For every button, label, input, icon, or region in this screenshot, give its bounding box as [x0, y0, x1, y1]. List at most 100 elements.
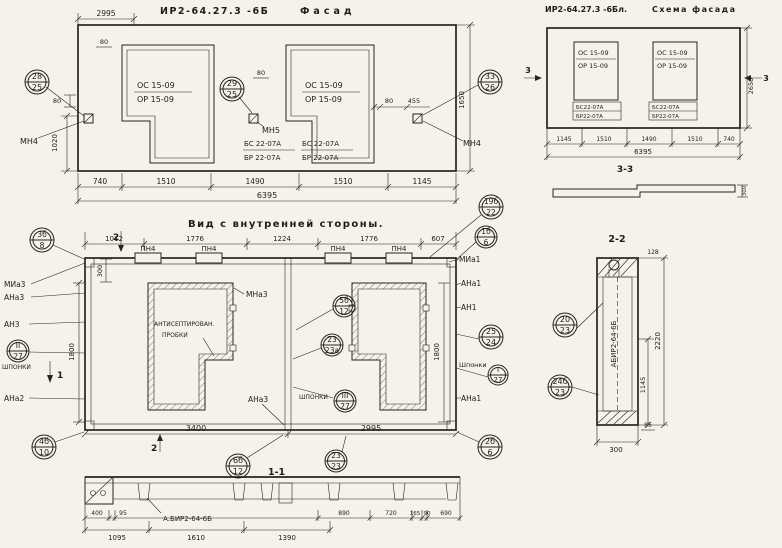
section1-dim-690: 690 [440, 510, 452, 517]
callout-2b-6-bottom: 6 [487, 448, 492, 457]
schema-marker-3-left: 3 [525, 66, 531, 75]
inner-dim-1800-right: 1800 [433, 343, 441, 361]
facade-sill2-mark-top: БС 22-07А [302, 140, 339, 148]
section1-dim-90: 90 [424, 511, 431, 517]
schema-dim-1510b: 1510 [687, 136, 702, 143]
callout-23-23-bottom: 23 [331, 462, 341, 471]
callout-I-27: I 27 [487, 364, 509, 386]
inner-dim-2995: 2995 [361, 424, 381, 433]
label-antiseptic-line1: АНТИСЕПТИРОВАН. [154, 321, 214, 328]
schema-dim-740: 740 [723, 136, 735, 143]
callout-III-27-bottom: 27 [340, 402, 350, 411]
facade-dim-455: 455 [408, 97, 420, 105]
schema-dim-1490: 1490 [641, 136, 656, 143]
section1-dim-890: 890 [338, 510, 350, 517]
callout-2b-6: 2б 6 [477, 434, 503, 460]
section2-marker-bottom: 2 [151, 444, 157, 454]
section2-dim-85: 85 [644, 422, 652, 429]
schema-view: ИР2-64.27.3 -6Бл. Схема фасада ОС 15-09 … [524, 5, 769, 198]
facade-dim-1510a: 1510 [156, 177, 175, 186]
callout-4b-10-top: 4б [39, 437, 49, 446]
callout-III-27-top: III [342, 391, 349, 400]
inner-dim-1776b: 1776 [360, 235, 378, 243]
label-mia3: МИа3 [4, 280, 26, 289]
section-1-1-view: А.БИР2-64-6Б 400 95 890 720 165 90 690 1… [81, 476, 463, 542]
callout-25-24: 25 24 [478, 324, 504, 350]
facade-dim-1020: 1020 [51, 134, 59, 152]
callout-23-23a-bottom: 23а [325, 346, 339, 355]
callout-5b-12: 5б 12 [332, 294, 356, 318]
section3-arrow-icon [535, 75, 542, 81]
callout-I-27-bottom: 27 [494, 376, 503, 384]
section-2-2-view: 20 23 24б 23 2-2 АБИР2-64-6Б 128 2220 11… [547, 234, 668, 454]
section1-dim-1390: 1390 [278, 534, 296, 542]
facade-dim-1490: 1490 [245, 177, 264, 186]
label-an1: АН1 [461, 303, 477, 312]
callout-III-27: III 27 [333, 389, 357, 413]
schema-dim-total: 6395 [634, 148, 652, 156]
inner-view-title: Вид с внутренней стороны. [188, 219, 384, 230]
callout-23-23: 23 23 [324, 449, 348, 473]
callout-6b-12-bottom: 12 [233, 467, 243, 476]
label-shponki-right: Шпонки [459, 361, 487, 369]
inner-dim-1012: 1012 [105, 235, 123, 243]
callout-28-25: 28 25 [24, 69, 50, 95]
section1-dim-165: 165 [410, 511, 421, 517]
facade-mark-mn4-right: МН4 [463, 139, 481, 148]
callout-25-24-top: 25 [486, 327, 496, 336]
label-ana2: АНа2 [4, 394, 24, 403]
section2-marker-top: 2 [113, 233, 119, 243]
label-shponki-inner: ШПОНКИ [299, 394, 328, 401]
facade-dim-total: 6395 [257, 191, 277, 200]
callout-19b-22: 19б 22 [478, 194, 504, 220]
callout-25-24-bottom: 24 [486, 338, 496, 347]
callout-24b-23-top: 24б [552, 377, 567, 386]
label-mna3: МНа3 [246, 290, 268, 299]
schema-window2-mark-bottom: ОР 15-09 [657, 62, 687, 70]
facade-dim-2995: 2995 [96, 9, 115, 18]
section1-dim-95: 95 [119, 510, 127, 517]
callout-23-23-top: 23 [331, 451, 341, 460]
facade-title-word: Фасад [300, 6, 356, 17]
callout-1b-6: 1б 6 [474, 225, 498, 249]
callout-4b-10-bottom: 10 [39, 448, 49, 457]
section1-dim-400: 400 [91, 510, 103, 517]
callout-33-26: 33 26 [477, 69, 503, 95]
facade-dim-80-top: 80 [100, 38, 108, 46]
inner-dim-3400: 3400 [186, 424, 206, 433]
schema-title-code: ИР2-64.27.3 -6Бл. [545, 5, 627, 14]
schema-sill1-mark-top: БС22-07А [576, 105, 604, 111]
inner-dim-1776a: 1776 [186, 235, 204, 243]
callout-4b-10: 4б 10 [31, 434, 57, 460]
callout-2b-6-top: 2б [485, 437, 495, 446]
facade-window1-mark-bottom: ОР 15-09 [137, 95, 174, 104]
callout-20-23: 20 23 [552, 312, 578, 338]
facade-dim-740: 740 [93, 177, 108, 186]
section-1-1-label: 1-1 [268, 467, 285, 478]
facade-mark-mn5: МН5 [262, 126, 280, 135]
callout-23-23a: 23 23а [320, 333, 344, 357]
facade-dim-80-mid: 80 [257, 69, 265, 77]
callout-II-27-top: II [16, 341, 20, 350]
facade-window1-mark-top: ОС 15-09 [137, 81, 175, 90]
callout-33-26-top: 33 [485, 72, 495, 81]
plate-pn4-2: ПН4 [202, 245, 218, 253]
callout-II-27-bottom: 27 [13, 352, 23, 361]
section1-part-label: А.БИР2-64-6Б [163, 515, 212, 523]
callout-6b-12-top: 6б [233, 456, 243, 465]
callout-20-23-bottom: 23 [560, 326, 570, 335]
section2-part-label: АБИР2-64-6Б [610, 320, 618, 367]
schema-sill2-mark-bottom: БР22-07А [652, 114, 679, 120]
section2-dim-128: 128 [647, 249, 659, 256]
callout-19b-22-top: 19б [484, 197, 499, 206]
schema-window2-mark-top: ОС 15-09 [657, 49, 688, 57]
label-ana3-left: АНа3 [4, 293, 24, 302]
inner-view: 3б 8 19б 22 1б 6 25 24 5б 12 23 23а [2, 194, 509, 479]
callout-20-23-top: 20 [560, 315, 570, 324]
schema-marker-3-right: 3 [763, 74, 769, 83]
facade-dim-1650: 1650 [458, 91, 466, 109]
section2-dim-300: 300 [609, 446, 622, 454]
callout-33-26-bottom: 26 [485, 83, 495, 92]
